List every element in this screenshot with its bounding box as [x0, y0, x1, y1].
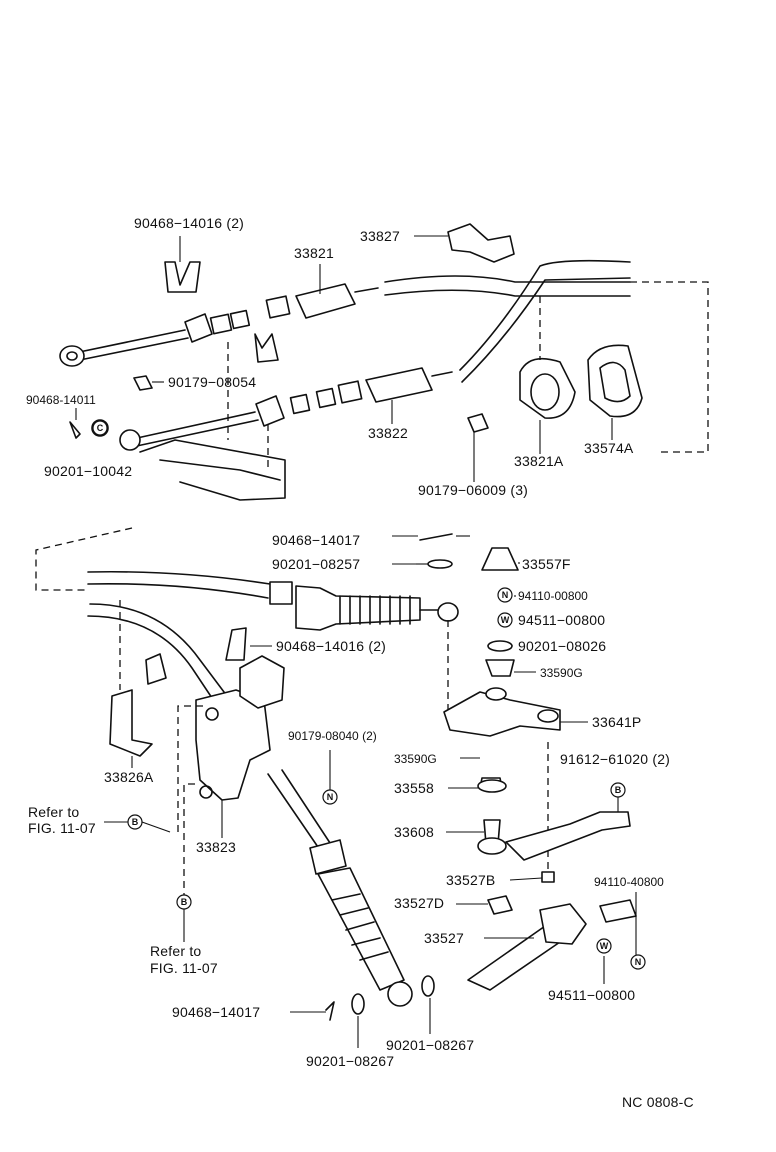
label-90179-08040: 90179-08040 (2)	[288, 729, 377, 743]
svg-text:B: B	[181, 897, 188, 907]
marker-washer-2: W	[596, 938, 612, 954]
lower-shift-assembly	[35, 527, 637, 1048]
refer-bottom-line-2: FIG. 11-07	[150, 960, 218, 976]
label-90201-10042: 90201−10042	[44, 463, 132, 479]
label-90468-14017-bot: 90468−14017	[172, 1004, 260, 1020]
svg-text:N: N	[327, 792, 334, 802]
marker-nut-3: N	[630, 954, 646, 970]
label-91612-61020: 91612−61020 (2)	[560, 751, 670, 767]
label-33590G: 33590G	[394, 752, 437, 766]
marker-nut-1: N	[322, 789, 338, 805]
svg-text:W: W	[600, 941, 609, 951]
marker-nut-2: N	[497, 587, 513, 603]
label-90201-08026: 90201−08026	[518, 638, 606, 654]
label-33557F: 33557F	[522, 556, 571, 572]
label-33574A: 33574A	[584, 440, 634, 456]
marker-washer-1: W	[497, 612, 513, 628]
upper-cable-assembly	[59, 223, 709, 501]
svg-text:W: W	[501, 615, 510, 625]
label-90468-14016-top: 90468−14016 (2)	[134, 215, 244, 231]
label-90468-14016-mid: 90468−14016 (2)	[276, 638, 386, 654]
label-33821: 33821	[294, 245, 334, 261]
refer-left-line-2: FIG. 11-07	[28, 820, 96, 836]
label-33590G-top: 33590G	[540, 666, 583, 680]
label-33608: 33608	[394, 824, 434, 840]
label-90201-08267-right: 90201−08267	[386, 1037, 474, 1053]
marker-bolt-3: B	[176, 894, 192, 910]
label-33823: 33823	[196, 839, 236, 855]
svg-text:B: B	[615, 785, 622, 795]
label-leaders	[250, 535, 588, 905]
label-94511-00800-bot: 94511−00800	[548, 987, 635, 1003]
marker-clip-1: C	[92, 420, 108, 436]
label-94110-40800: 94110-40800	[594, 875, 664, 889]
label-94110-00800: 94110-00800	[518, 589, 588, 603]
figure-code: NC 0808-C	[622, 1094, 694, 1110]
label-33527B: 33527B	[446, 872, 495, 888]
refer-bottom-line-1: Refer to	[150, 943, 201, 959]
marker-bolt-1: B	[610, 782, 626, 798]
label-90468-14011: 90468-14011	[26, 393, 96, 407]
label-90201-08257-top: 90201−08257	[272, 556, 360, 572]
part-labels: 90468−14016 (2) 33827 33821 90179−08054 …	[26, 215, 694, 1110]
label-90201-08267-left: 90201−08267	[306, 1053, 394, 1069]
label-90179-06009: 90179−06009 (3)	[418, 482, 528, 498]
label-33641P: 33641P	[592, 714, 641, 730]
svg-text:B: B	[132, 817, 139, 827]
label-33527D: 33527D	[394, 895, 444, 911]
svg-text:C: C	[97, 423, 104, 433]
label-33558: 33558	[394, 780, 434, 796]
label-94511-00800-top: 94511−00800	[518, 612, 605, 628]
label-33826A: 33826A	[104, 769, 154, 785]
label-90179-08054: 90179−08054	[168, 374, 256, 390]
label-33822: 33822	[368, 425, 408, 441]
label-90468-14017-top: 90468−14017	[272, 532, 360, 548]
label-33527: 33527	[424, 930, 464, 946]
svg-text:N: N	[502, 590, 509, 600]
refer-left-line-1: Refer to	[28, 804, 79, 820]
marker-bolt-2: B	[127, 814, 143, 830]
label-33827: 33827	[360, 228, 400, 244]
label-33821A: 33821A	[514, 453, 564, 469]
svg-text:N: N	[635, 957, 642, 967]
